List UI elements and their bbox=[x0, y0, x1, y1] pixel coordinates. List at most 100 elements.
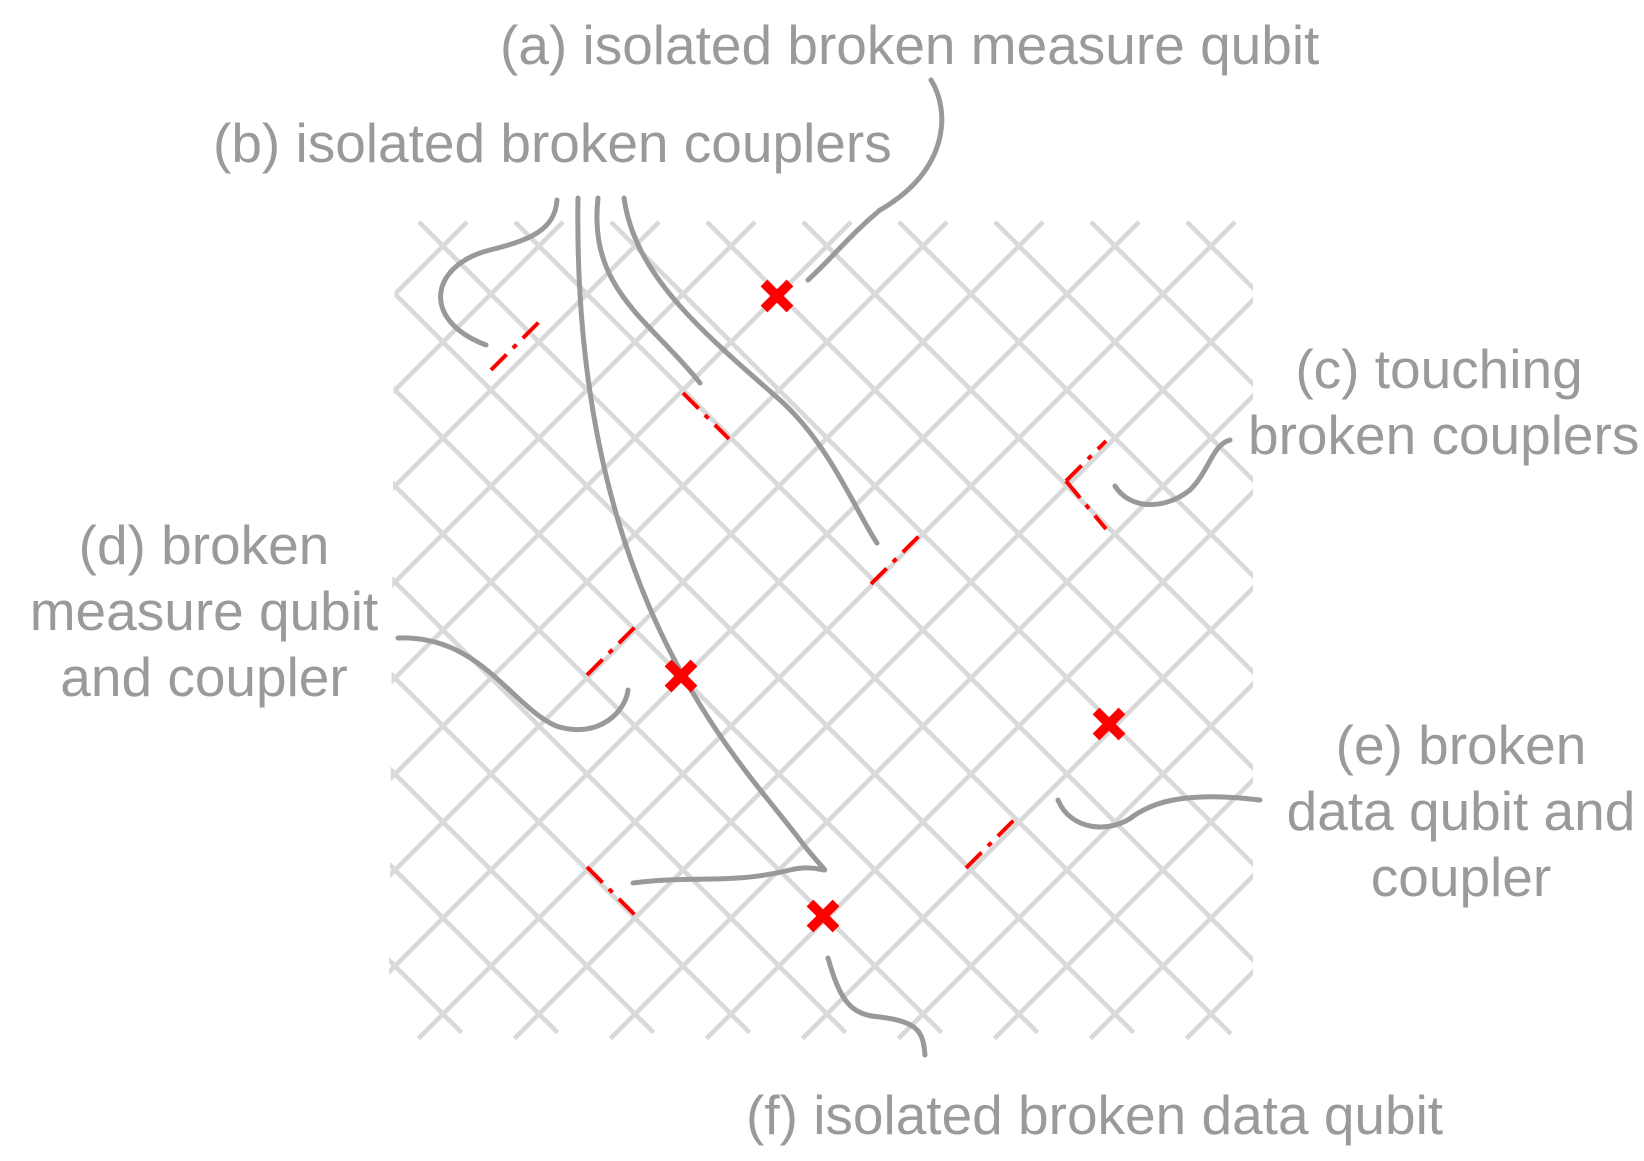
grid-cell bbox=[635, 1062, 731, 1158]
grid-cell bbox=[967, 914, 1071, 1018]
grid-cell bbox=[389, 198, 447, 298]
grid-cell bbox=[1207, 198, 1259, 202]
grid-cell bbox=[439, 290, 543, 394]
grid-cell bbox=[679, 626, 783, 730]
broken-coupler bbox=[964, 818, 1016, 870]
grid-cell bbox=[389, 290, 447, 394]
grid-cell bbox=[1159, 434, 1259, 538]
grid-cell bbox=[967, 1010, 1071, 1057]
grid-cell bbox=[389, 914, 399, 1018]
grid-cell bbox=[535, 866, 639, 970]
grid-cell bbox=[1063, 242, 1167, 346]
grid-cell bbox=[487, 914, 591, 1018]
grid-cell bbox=[727, 290, 831, 394]
grid-cell bbox=[679, 818, 783, 922]
grid-cell bbox=[679, 434, 783, 538]
grid-cell bbox=[439, 674, 543, 778]
grid-cell bbox=[1307, 102, 1403, 198]
grid-cell bbox=[487, 626, 591, 730]
grid-cell bbox=[1207, 386, 1259, 490]
grid-cell bbox=[535, 962, 639, 1057]
grid-cell bbox=[389, 722, 399, 826]
broken-coupler bbox=[585, 865, 637, 917]
grid-cell bbox=[1207, 578, 1259, 682]
grid-cell bbox=[1159, 338, 1259, 442]
leader-lines bbox=[395, 77, 1263, 1058]
grid-cell bbox=[823, 290, 927, 394]
grid-cell bbox=[775, 198, 879, 250]
leader-a bbox=[805, 77, 945, 283]
grid-cell bbox=[391, 198, 495, 250]
grid-cell bbox=[727, 198, 831, 298]
grid-cell bbox=[631, 674, 735, 778]
grid-cell bbox=[775, 530, 879, 634]
grid-cell bbox=[919, 386, 1023, 490]
grid-cell bbox=[775, 1010, 879, 1057]
grid-cell bbox=[1111, 578, 1215, 682]
grid-cell bbox=[1111, 962, 1215, 1057]
grid-cell bbox=[347, 1062, 443, 1158]
leader-f bbox=[825, 955, 928, 1058]
grid-cell bbox=[1015, 578, 1119, 682]
grid-cell bbox=[487, 818, 591, 922]
grid-cell bbox=[487, 1010, 591, 1057]
grid-cell bbox=[871, 530, 975, 634]
broken-qubit-cross bbox=[760, 279, 794, 313]
leader-b2 bbox=[575, 195, 828, 886]
grid-cell bbox=[823, 386, 927, 490]
grid-cell bbox=[389, 818, 399, 922]
grid-cell bbox=[1111, 866, 1215, 970]
grid-cell bbox=[727, 962, 831, 1057]
grid-cell bbox=[1159, 914, 1259, 1018]
grid-cell bbox=[583, 914, 687, 1018]
grid-cell bbox=[823, 482, 927, 586]
grid-cell bbox=[1307, 198, 1403, 294]
label-e: (e) broken data qubit and coupler bbox=[1286, 714, 1636, 908]
grid-cell bbox=[391, 818, 495, 922]
broken-coupler bbox=[681, 391, 731, 441]
grid-cell bbox=[967, 338, 1071, 442]
grid-cell bbox=[631, 386, 735, 490]
grid-cell bbox=[823, 770, 927, 874]
grid-cell bbox=[389, 770, 447, 874]
grid-cell bbox=[823, 578, 927, 682]
grid-cell bbox=[391, 914, 495, 1018]
grid-cell bbox=[487, 198, 591, 250]
grid-cell bbox=[679, 198, 783, 250]
broken-coupler bbox=[869, 534, 921, 586]
grid-cell bbox=[443, 1062, 539, 1158]
grid-cell bbox=[439, 198, 543, 298]
grid-cell bbox=[487, 242, 591, 346]
grid-cell bbox=[389, 962, 447, 1057]
grid-cell bbox=[919, 198, 1023, 298]
grid-cell bbox=[487, 434, 591, 538]
grid-cell bbox=[391, 434, 495, 538]
label-c: (c) touching broken couplers bbox=[1248, 338, 1640, 466]
grid-cell bbox=[1159, 626, 1259, 730]
grid-cell bbox=[967, 242, 1071, 346]
grid-cell bbox=[1255, 530, 1259, 634]
grid-cell bbox=[439, 770, 543, 874]
grid-cell bbox=[967, 198, 1071, 250]
grid-cell bbox=[967, 818, 1071, 922]
grid-cell bbox=[1159, 722, 1259, 826]
grid-cell bbox=[679, 914, 783, 1018]
grid-cell bbox=[535, 770, 639, 874]
grid-cell bbox=[389, 866, 447, 970]
grid-cell bbox=[391, 1010, 495, 1057]
grid-cell bbox=[631, 866, 735, 970]
grid-cell bbox=[871, 914, 975, 1018]
grid-cell bbox=[631, 962, 735, 1057]
grid-cell bbox=[1015, 962, 1119, 1057]
grid-cell bbox=[1015, 866, 1119, 970]
grid-cell bbox=[631, 770, 735, 874]
grid-cell bbox=[1111, 198, 1215, 202]
grid-cell bbox=[439, 866, 543, 970]
grid-cell bbox=[1159, 818, 1259, 922]
broken-coupler bbox=[585, 625, 637, 677]
grid-cell bbox=[1063, 914, 1167, 1018]
grid-cell bbox=[439, 578, 543, 682]
leader-b4 bbox=[621, 195, 880, 546]
grid-cell bbox=[1159, 242, 1259, 346]
